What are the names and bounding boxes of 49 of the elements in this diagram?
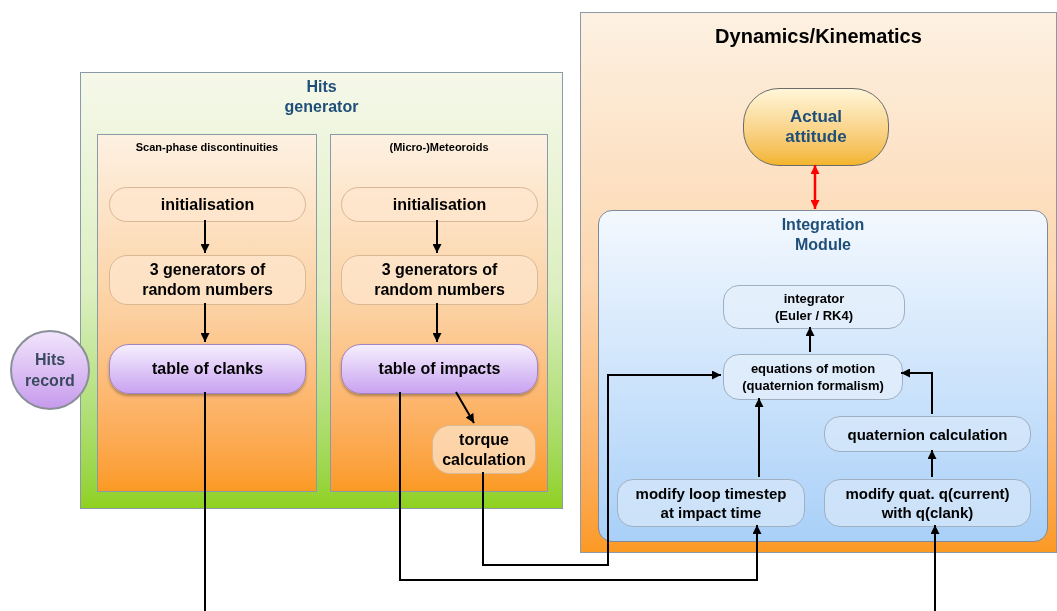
node-label: initialisation [392, 194, 487, 215]
group-title: Hits generator [283, 77, 360, 117]
process-box [432, 425, 536, 474]
arrow [927, 449, 937, 478]
node-label: table of clanks [151, 359, 264, 379]
group-title: Integration Module [780, 215, 866, 255]
process-box [109, 255, 306, 305]
node-label: 3 generators of random numbers [141, 260, 274, 300]
process-box [824, 479, 1031, 527]
process-box [109, 187, 306, 222]
group-panel [97, 134, 317, 492]
node-label: modify loop timestep at impact time [634, 484, 788, 522]
node-label: initialisation [160, 194, 255, 215]
arrow [754, 397, 764, 478]
group-title: Dynamics/Kinematics [714, 24, 923, 49]
arrow [900, 368, 933, 415]
arrow [810, 165, 820, 209]
group-title: (Micro-)Meteoroids [388, 140, 490, 155]
node-label: modify quat. q(current) with q(clank) [844, 484, 1011, 522]
arrow [399, 391, 762, 581]
table-box [341, 344, 538, 394]
node-label: integrator (Euler / RK4) [774, 290, 854, 324]
process-box [341, 255, 538, 305]
process-box [723, 354, 903, 400]
arrow [805, 326, 815, 353]
node-label: torque calculation [441, 429, 527, 470]
group-title: Scan-phase discontinuities [134, 140, 280, 155]
arrow [432, 219, 442, 254]
node-label: equations of motion (quaternion formalism) [741, 360, 885, 394]
process-box [341, 187, 538, 222]
module-panel [598, 210, 1048, 542]
group-panel [330, 134, 548, 492]
node-label: quaternion calculation [847, 424, 1008, 444]
arrow [200, 302, 210, 343]
node-label: Actual attitude [784, 107, 848, 147]
node-label: Hits record [24, 350, 76, 391]
process-box [723, 285, 905, 329]
group-panel [80, 72, 563, 509]
arrow [455, 391, 475, 424]
arrow [432, 302, 442, 343]
process-box [617, 479, 805, 527]
arrow [930, 524, 940, 611]
node-label: table of impacts [378, 359, 501, 379]
node-label: 3 generators of random numbers [373, 260, 506, 300]
arrow [482, 370, 722, 566]
arrow [200, 219, 210, 254]
table-box [109, 344, 306, 394]
group-panel [580, 12, 1057, 553]
process-box [824, 416, 1031, 452]
